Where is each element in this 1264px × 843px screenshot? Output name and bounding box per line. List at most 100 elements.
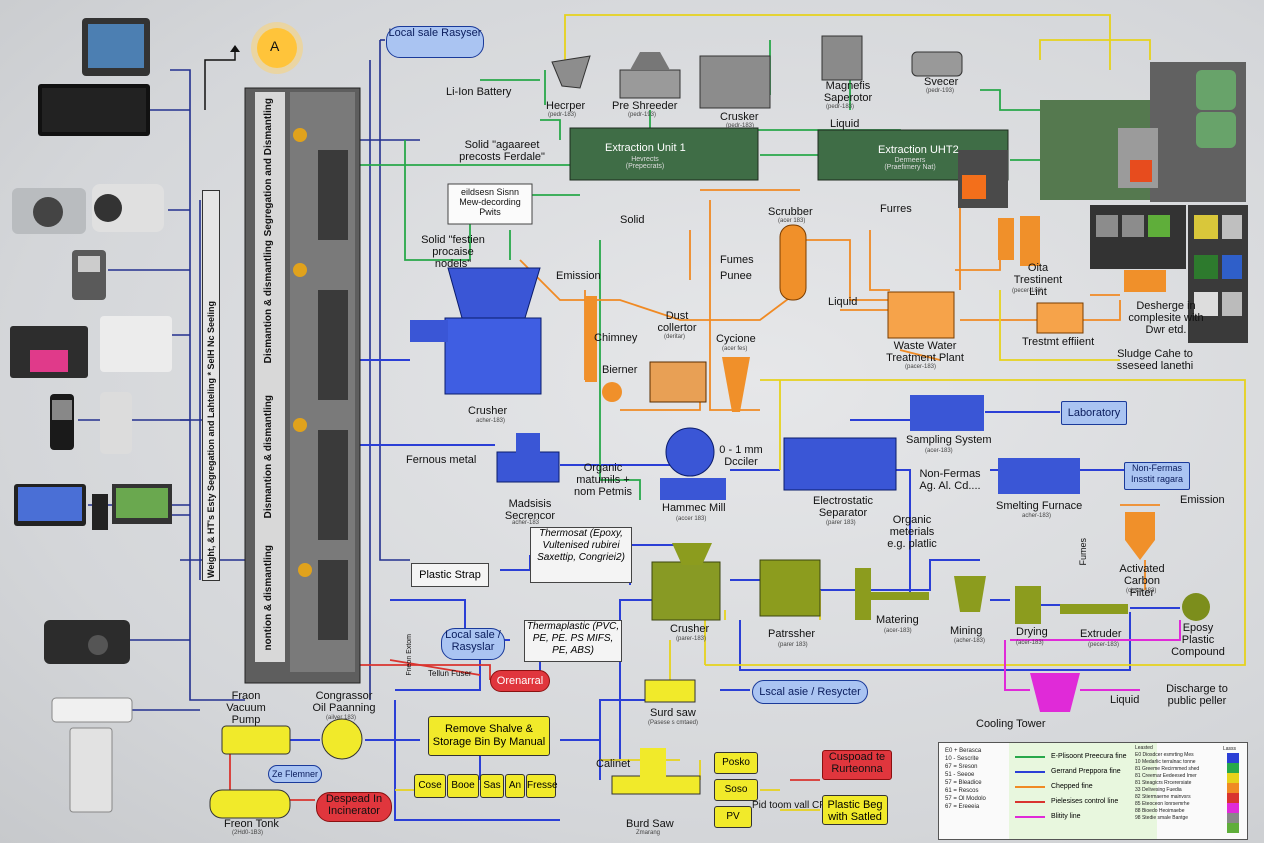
oita-label: Oita Trestinent Lint — [1013, 262, 1063, 298]
furres-label: Furres — [880, 203, 912, 215]
chimney-label: Chimney — [594, 332, 638, 344]
legend-row-4: Pielesises control line — [1051, 798, 1119, 805]
mining-sub: (acher-183) — [954, 638, 986, 644]
extraction-2-sub: Dermeers (Praefimery Nat) — [884, 157, 936, 171]
oita-sub: (pecer-183) — [1012, 288, 1044, 294]
ze-flemner-pill[interactable]: Ze Flemner — [268, 765, 322, 783]
liquid-2-label: Liquid — [828, 296, 858, 308]
liquid-3-label: Liquid — [1110, 694, 1140, 706]
local-sale-2-pill[interactable]: Local sale / Rasyslar — [441, 628, 505, 660]
legend-color-strip — [1227, 753, 1239, 833]
punee-label: Punee — [720, 270, 752, 282]
bottom-button-1[interactable]: Cose — [414, 774, 446, 798]
sampling-sub: (acer-183) — [925, 448, 953, 454]
shredder-sub: (pedr-193) — [628, 112, 657, 118]
orenarral-pill[interactable]: Orenarral — [490, 670, 550, 692]
freon-pump-label: Fraon Vacuum Pump — [226, 690, 266, 726]
plastic-crusher-sub: (parer-183) — [676, 636, 707, 642]
legend-row-5: Blitity line — [1051, 813, 1081, 820]
hammer-mill-sub: (accer 183) — [676, 516, 707, 522]
plastic-beg-box[interactable]: Plastic Beg with Satled — [822, 795, 888, 825]
burd-saw-label: Burd Saw — [626, 818, 674, 830]
drying-label: Drying — [1016, 626, 1048, 638]
bottom-button-4[interactable]: An — [505, 774, 525, 798]
smelting-sub: acher-183) — [1022, 513, 1052, 519]
hopper-label: Hecrper — [546, 100, 586, 112]
magnetic-sub: (pedr-183) — [826, 104, 855, 110]
surd-saw-sub: (Pasese s cmtaed) — [648, 720, 699, 726]
bottom-button-3[interactable]: Sas — [480, 774, 504, 798]
extruder-label: Extruder — [1080, 628, 1122, 640]
crusher-blue-sub: acher-183) — [476, 418, 506, 424]
bottom-button-2[interactable]: Booe — [447, 774, 479, 798]
organic-label: Organic matumils + nom Petmis — [573, 462, 633, 498]
shredder-label: Pre Shreeder — [612, 100, 678, 112]
scrubber-label: Scrubber — [768, 206, 813, 218]
svecer-label: Svecer — [924, 76, 959, 88]
electronic-box-label: eildsesn Sisnn Mew-decording Pwits — [459, 187, 521, 217]
hammer-mill-label: Hammec Mill — [662, 502, 726, 514]
section-label-2: Dismantion & dismantling — [263, 240, 274, 364]
legend-swatches — [1009, 743, 1157, 839]
mining-label: Mining — [950, 625, 983, 637]
legend-col-4-head: Lasss — [1223, 746, 1237, 752]
legend-row-3: Chepped fine — [1051, 783, 1093, 790]
freon-tank-label: Freon Tonk — [224, 818, 279, 830]
mm-size-label: 0 - 1 mm Dcciler — [719, 444, 763, 468]
waste-water-label: Waste Water Treatment Plant — [886, 340, 964, 364]
cyclone-sub: (acer fes) — [722, 346, 748, 352]
fumes-label: Fumes — [720, 254, 754, 266]
extruder-sub: (pecer-183) — [1088, 642, 1120, 648]
compressor-label: Congrassor Oil Paanning — [312, 690, 376, 714]
magnetic-separator-sub: acher-183 — [512, 520, 540, 526]
patrsher-label: Patrssher — [768, 628, 816, 640]
burd-saw-sub: Zmarang — [636, 830, 661, 836]
section-label-3: Dismantion & dismantling — [263, 395, 274, 519]
ferrous-metal-label: Fernous metal — [406, 454, 477, 466]
emission-2-label: Emission — [1180, 494, 1225, 506]
activated-carbon-sub: (ciotor 183) — [1126, 588, 1157, 594]
left-process-band: Weight, & HT's Esty Segregation and Laht… — [202, 190, 220, 581]
remove-shelve-box[interactable]: Remove Shalve & Storage Bin By Manual — [428, 716, 550, 756]
section-label-1: Segregation and Dismantling — [263, 98, 274, 237]
pid-label: Pid toom vall CPS — [752, 800, 833, 811]
desherge-label: Desherge in complesite with Dwr etd. — [1128, 300, 1204, 336]
magnetic-separator-label: Madsisis Secrencor — [504, 498, 556, 522]
section-label-4: nontion & dismantling — [263, 545, 274, 651]
li-ion-label: Li-Ion Battery — [446, 86, 512, 98]
laboratory-button[interactable]: Laboratory — [1061, 401, 1127, 425]
crusher-top-label: Crusker — [720, 111, 759, 123]
soso-button[interactable]: Soso — [714, 779, 758, 801]
crusher-top-sub: (pedr-183) — [726, 123, 755, 129]
extraction-1-sub: Hevrects (Prepecrats) — [625, 156, 665, 170]
discharge-label: Discharge to public peller — [1166, 683, 1228, 707]
sampling-label: Sampling System — [906, 434, 992, 446]
cuspoad-pill[interactable]: Cuspoad te Rurteonna — [822, 750, 892, 780]
legend-row-2: Gerrand Preppora fine — [1051, 768, 1121, 775]
electrostatic-sub: (parer 183) — [826, 520, 856, 526]
local-sale-3-pill[interactable]: Lscal asie / Resycter — [752, 680, 868, 704]
thermoplastic-box: Thermaplastic (PVC, PE, PE. PS MIFS, PE,… — [524, 620, 622, 662]
thermoset-box: Thermosat (Epoxy, Vultenised rubirei Sax… — [530, 527, 632, 583]
bierner-label: Bierner — [602, 364, 638, 376]
activated-carbon-label: Activated Carbon Filter — [1119, 563, 1165, 599]
marker-label: A — [270, 38, 280, 54]
svecer-sub: (pedr-193) — [926, 88, 955, 94]
despead-pill[interactable]: Despead In Incinerator — [316, 792, 392, 822]
freon-vertical-label: Frieon Extom — [406, 634, 413, 676]
dust-collector-label: Dust collertor — [657, 310, 697, 334]
trestmt-label: Trestmt effiient — [1022, 336, 1095, 348]
crusher-blue-label: Crusher — [468, 405, 508, 417]
bottom-button-5[interactable]: Fresse — [526, 774, 558, 798]
posko-button[interactable]: Posko — [714, 752, 758, 774]
solid-label: Solid — [620, 214, 645, 226]
scrubber-sub: (acer 183) — [778, 218, 806, 224]
freon-tank-sub: (2Hd0-1B3) — [232, 830, 264, 836]
pv-button[interactable]: PV — [714, 806, 752, 828]
non-ferrous-pill[interactable]: Non-Fermas Insstit ragara — [1124, 462, 1190, 490]
local-sale-pill[interactable]: Local sale Rasyser — [386, 26, 484, 58]
solid-note: Solid "agaareet precosts Ferdale" — [459, 139, 545, 163]
